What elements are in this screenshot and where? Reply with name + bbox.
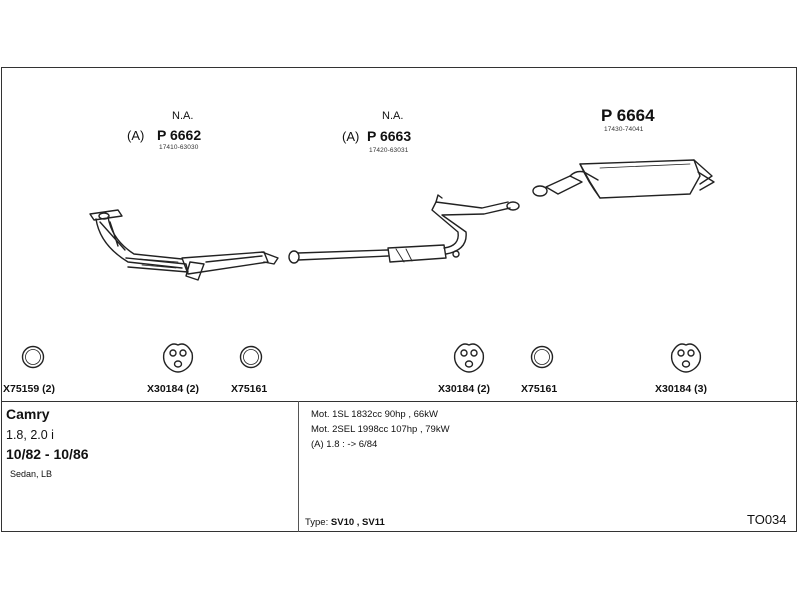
vertical-divider: [298, 401, 299, 532]
vehicle-body: Sedan, LB: [10, 469, 53, 479]
part-number-label: P 6663: [367, 128, 412, 144]
vehicle-engines: 1.8, 2.0 i: [6, 428, 54, 442]
oem-number-label: 17420-63031: [369, 147, 409, 154]
ring-gasket-icon: [530, 345, 554, 369]
rubber-hanger-icon: [453, 343, 485, 373]
ring-gasket-inner: [243, 349, 259, 365]
catalog-code: TO034: [747, 512, 787, 527]
part-number-label: P 6664: [601, 106, 655, 125]
rubber-hanger-icon: [670, 343, 702, 373]
horizontal-divider: [1, 401, 798, 402]
type-value: SV10 , SV11: [330, 517, 385, 528]
type-label: Type:: [305, 517, 329, 528]
oem-number-label: 17410-63030: [159, 144, 199, 151]
hardware-label: X75161: [521, 383, 558, 395]
rubber-hanger-icon: [162, 343, 194, 373]
engine-note: (A) 1.8 : -> 6/84: [311, 439, 378, 450]
front-pipe-drawing: [89, 209, 279, 281]
part-status-label: N.A.: [172, 110, 194, 122]
type-line: Type: SV10 , SV11: [305, 517, 385, 528]
diagram-frame: [1, 67, 797, 532]
hardware-label: X75159 (2): [3, 383, 55, 395]
part-number-label: P 6662: [157, 127, 202, 143]
ring-gasket-icon: [21, 345, 45, 369]
oem-number-label: 17430-74041: [604, 126, 644, 133]
part-prefix-label: (A): [342, 129, 360, 144]
hardware-label: X75161: [231, 383, 268, 395]
vehicle-years: 10/82 - 10/86: [6, 446, 89, 462]
hardware-label: X30184 (2): [147, 383, 199, 395]
intermediate-pipe-drawing: [288, 194, 520, 264]
ring-gasket-inner: [534, 349, 550, 365]
hardware-label: X30184 (2): [438, 383, 490, 395]
rear-silencer-drawing: [532, 159, 715, 199]
vehicle-model: Camry: [6, 406, 50, 422]
part-prefix-label: (A): [127, 128, 145, 143]
engine-note: Mot. 2SEL 1998cc 107hp , 79kW: [311, 424, 450, 435]
hardware-label: X30184 (3): [655, 383, 707, 395]
engine-note: Mot. 1SL 1832cc 90hp , 66kW: [311, 409, 438, 420]
part-status-label: N.A.: [382, 110, 404, 122]
ring-gasket-inner: [25, 349, 41, 365]
ring-gasket-icon: [239, 345, 263, 369]
